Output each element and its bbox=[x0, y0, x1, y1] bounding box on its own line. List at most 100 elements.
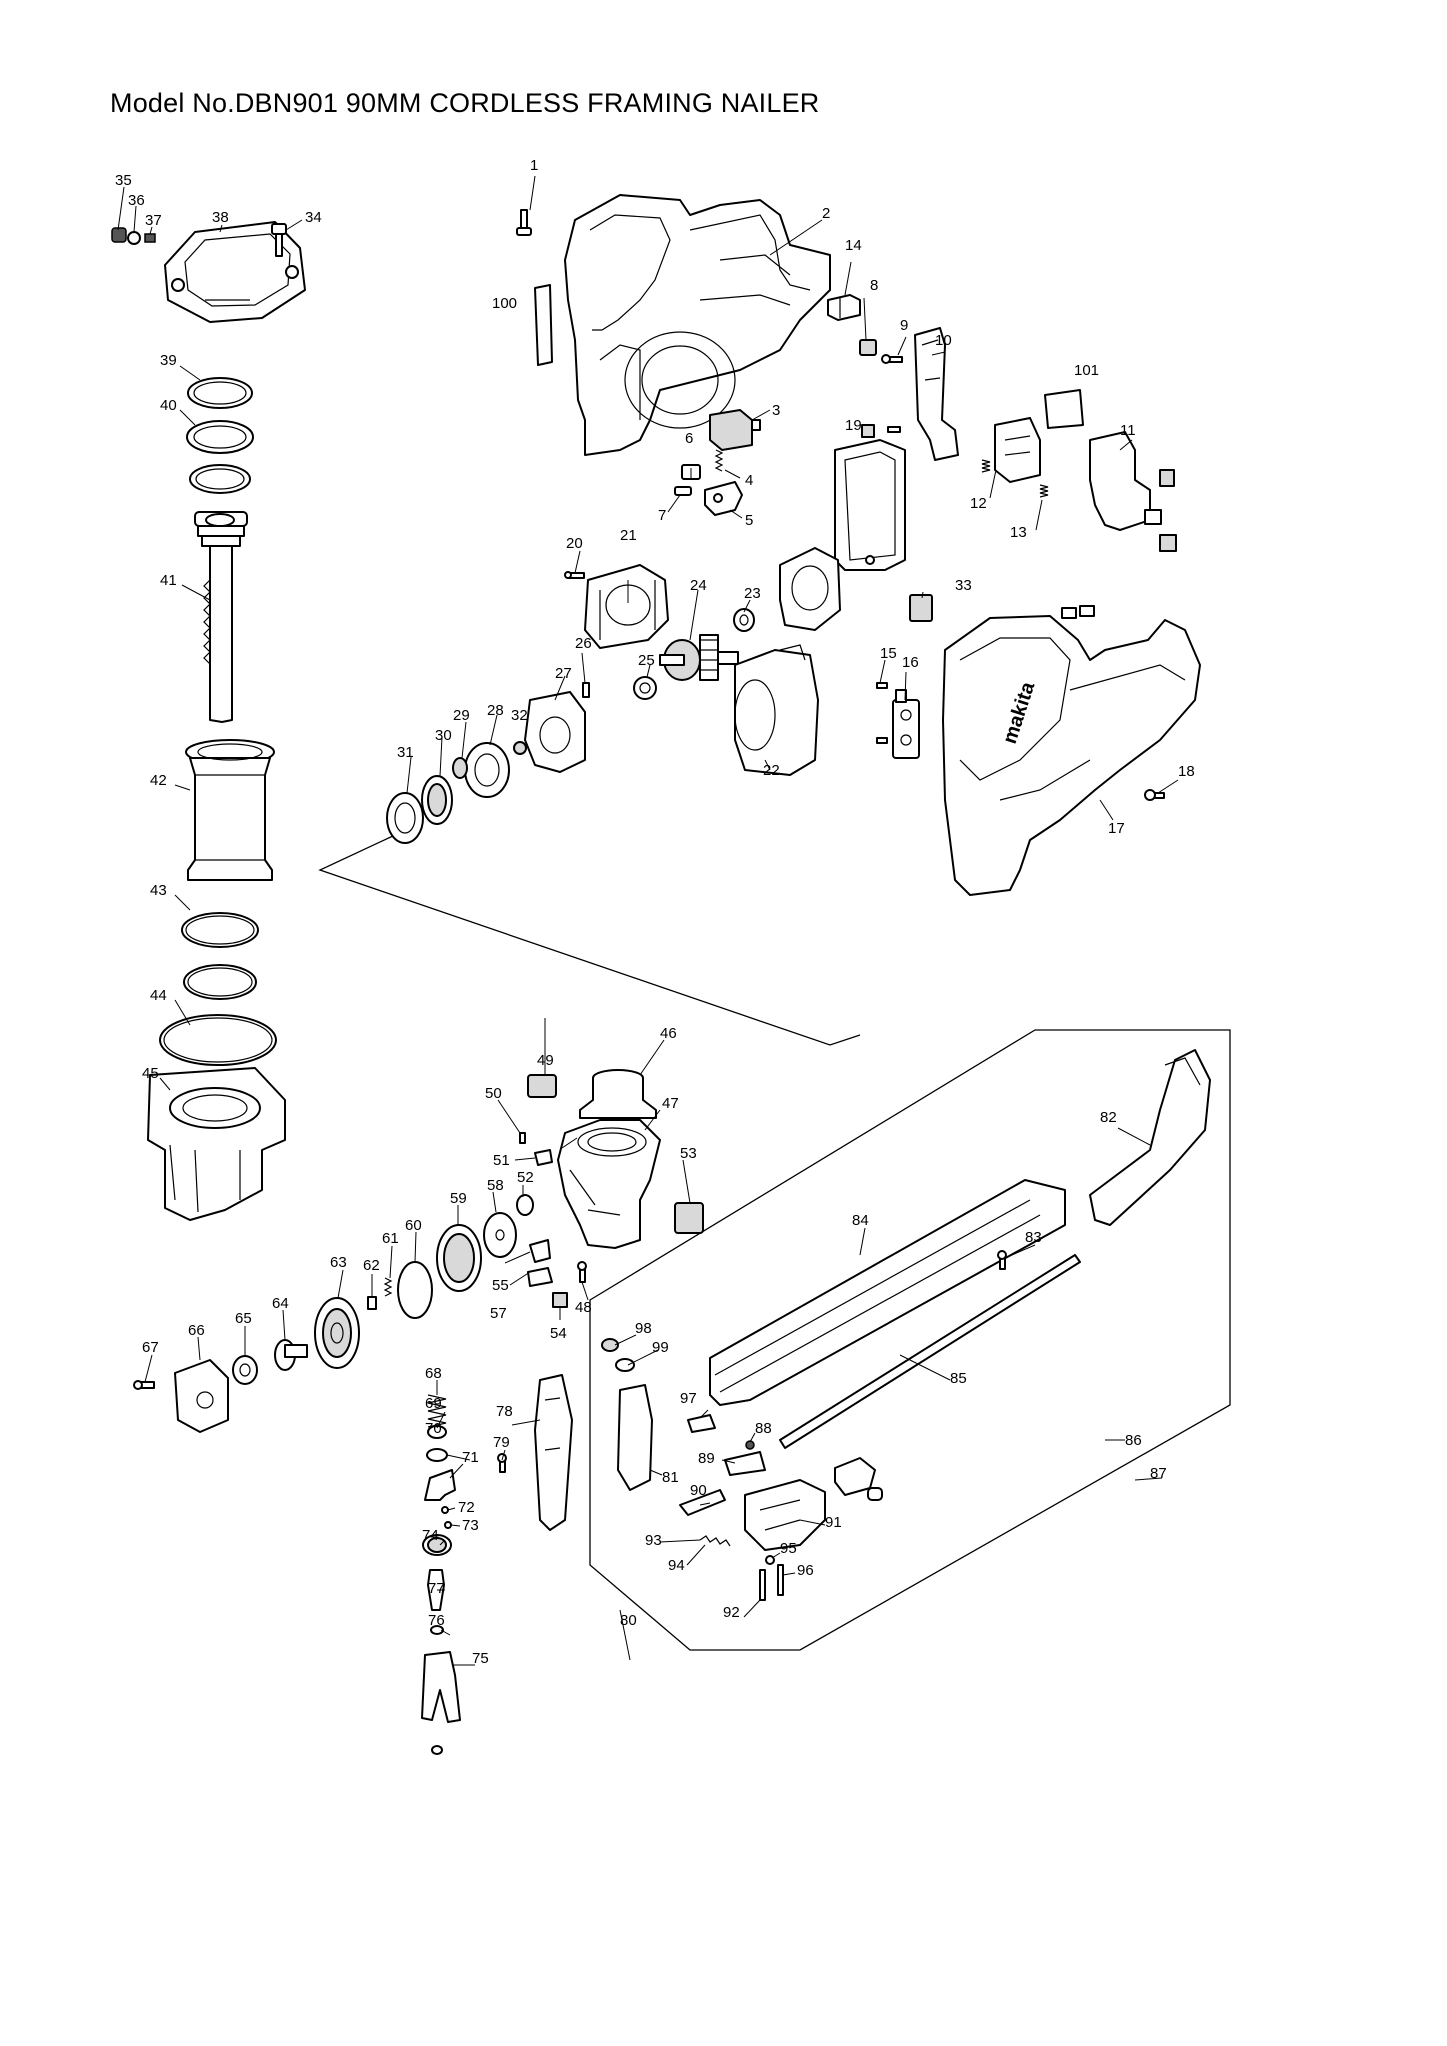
screw-part bbox=[516, 209, 532, 236]
spring-part bbox=[699, 1535, 731, 1547]
callout-5: 5 bbox=[745, 512, 753, 529]
washer-part bbox=[615, 1358, 635, 1372]
gear-part bbox=[452, 757, 468, 779]
terminal-part bbox=[892, 689, 920, 759]
callout-73: 73 bbox=[462, 1517, 479, 1534]
callout-58: 58 bbox=[487, 1177, 504, 1194]
callout-74: 74 bbox=[422, 1527, 439, 1544]
callout-65: 65 bbox=[235, 1310, 252, 1327]
o-ring-part bbox=[181, 912, 259, 948]
callout-53: 53 bbox=[680, 1145, 697, 1162]
callout-36: 36 bbox=[128, 192, 145, 209]
pin-part bbox=[777, 1564, 784, 1596]
end-cover-part bbox=[174, 1359, 229, 1433]
callout-38: 38 bbox=[212, 209, 229, 226]
seal-part bbox=[386, 792, 424, 844]
callout-13: 13 bbox=[1010, 524, 1027, 541]
callout-98: 98 bbox=[635, 1320, 652, 1337]
callout-37: 37 bbox=[145, 212, 162, 229]
callout-17: 17 bbox=[1108, 820, 1125, 837]
gear-plate-part bbox=[436, 1224, 482, 1292]
callout-24: 24 bbox=[690, 577, 707, 594]
screw-part bbox=[577, 1261, 587, 1283]
pin-part bbox=[759, 1569, 766, 1601]
callout-6: 6 bbox=[685, 430, 693, 447]
callout-77: 77 bbox=[428, 1580, 445, 1597]
pin-part bbox=[441, 1506, 449, 1514]
main-body-part: makita bbox=[942, 605, 1201, 896]
callout-91: 91 bbox=[825, 1514, 842, 1531]
callout-26: 26 bbox=[575, 635, 592, 652]
callout-23: 23 bbox=[744, 585, 761, 602]
callout-35: 35 bbox=[115, 172, 132, 189]
callout-64: 64 bbox=[272, 1295, 289, 1312]
callout-43: 43 bbox=[150, 882, 167, 899]
motor-section-frame bbox=[318, 834, 861, 1046]
screw-part bbox=[881, 354, 903, 364]
ring-part bbox=[189, 464, 251, 494]
washer-part bbox=[516, 1194, 534, 1216]
pin-part bbox=[444, 1521, 452, 1529]
screw-part bbox=[519, 1132, 526, 1144]
callout-20: 20 bbox=[566, 535, 583, 552]
callout-41: 41 bbox=[160, 572, 177, 589]
callout-30: 30 bbox=[435, 727, 452, 744]
switch-part bbox=[709, 409, 761, 451]
callout-7: 7 bbox=[658, 507, 666, 524]
callout-83: 83 bbox=[1025, 1229, 1042, 1246]
callout-68: 68 bbox=[425, 1365, 442, 1382]
screw-part bbox=[887, 426, 901, 433]
callout-46: 46 bbox=[660, 1025, 677, 1042]
callout-32: 32 bbox=[511, 707, 528, 724]
disc-part bbox=[397, 1261, 433, 1319]
callout-9: 9 bbox=[900, 317, 908, 334]
callout-52: 52 bbox=[517, 1169, 534, 1186]
callout-3: 3 bbox=[772, 402, 780, 419]
cylinder-part bbox=[185, 739, 275, 881]
switch-assembly-part bbox=[1089, 431, 1177, 552]
magazine-end-part bbox=[1089, 1049, 1211, 1226]
callout-31: 31 bbox=[397, 744, 414, 761]
bracket-part bbox=[994, 417, 1041, 483]
callout-40: 40 bbox=[160, 397, 177, 414]
callout-51: 51 bbox=[493, 1152, 510, 1169]
callout-88: 88 bbox=[755, 1420, 772, 1437]
pin-part bbox=[745, 1440, 755, 1450]
ring-part bbox=[187, 377, 253, 409]
screw-part bbox=[876, 682, 888, 689]
bearing-part bbox=[633, 676, 657, 700]
side-plate-part bbox=[617, 1384, 653, 1491]
block-part bbox=[827, 294, 861, 321]
screw-part bbox=[564, 571, 585, 579]
callout-92: 92 bbox=[723, 1604, 740, 1621]
pin-part bbox=[367, 1296, 377, 1310]
callout-49: 49 bbox=[537, 1052, 554, 1069]
lever-part bbox=[704, 481, 743, 516]
o-ring-part bbox=[430, 1625, 444, 1635]
spring-part bbox=[1039, 484, 1049, 498]
bracket-part bbox=[914, 327, 959, 461]
page-title: Model No.DBN901 90MM CORDLESS FRAMING NA… bbox=[110, 88, 820, 118]
callout-50: 50 bbox=[485, 1085, 502, 1102]
callout-96: 96 bbox=[797, 1562, 814, 1579]
leader-lines bbox=[117, 175, 1179, 1666]
controller-part bbox=[834, 424, 906, 571]
callout-48: 48 bbox=[575, 1299, 592, 1316]
callout-95: 95 bbox=[780, 1540, 797, 1557]
latch-part bbox=[724, 1451, 766, 1476]
drive-housing-part bbox=[557, 1119, 661, 1249]
callout-18: 18 bbox=[1178, 763, 1195, 780]
callout-100: 100 bbox=[492, 295, 517, 312]
callout-29: 29 bbox=[453, 707, 470, 724]
callout-11: 11 bbox=[1120, 422, 1136, 439]
callout-101: 101 bbox=[1074, 362, 1099, 379]
o-ring-part bbox=[183, 964, 257, 1000]
callout-80: 80 bbox=[620, 1612, 637, 1629]
callout-70: 70 bbox=[425, 1420, 442, 1437]
pusher-rod-part bbox=[779, 1254, 1081, 1449]
screw-part bbox=[582, 682, 590, 698]
gasket-part bbox=[159, 1014, 277, 1066]
callout-2: 2 bbox=[822, 205, 830, 222]
cap-part bbox=[601, 1338, 619, 1352]
